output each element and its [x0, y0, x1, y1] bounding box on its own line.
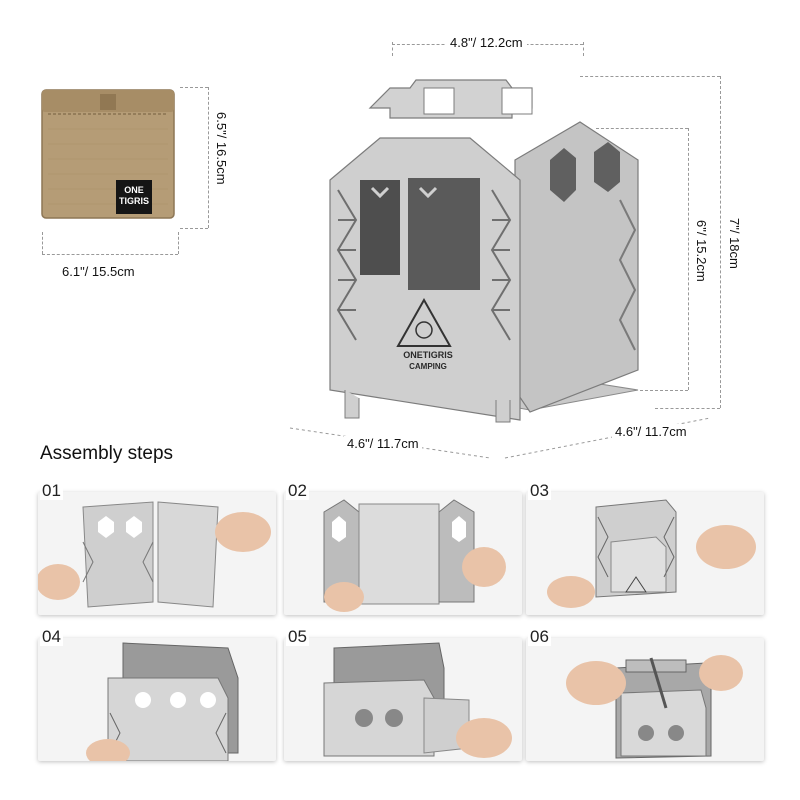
pouch-image: ONE TIGRIS: [38, 84, 178, 224]
pouch-width-line: [42, 254, 178, 255]
total-height-label: 7"/ 18cm: [727, 218, 742, 269]
pouch-badge-line1: ONE: [124, 185, 144, 195]
step-number-01: 01: [40, 481, 63, 500]
assembly-step-01: [38, 492, 276, 615]
pouch-height-label: 6.5"/ 16.5cm: [214, 112, 229, 185]
assembly-step-04: [38, 638, 276, 761]
total-height-top-line: [580, 76, 720, 77]
step-number-05: 05: [286, 627, 309, 646]
pouch-width-right-line: [178, 232, 179, 254]
stove-logo-brand: ONETIGRIS: [403, 350, 453, 360]
top-width-label: 4.8"/ 12.2cm: [446, 35, 527, 50]
body-height-label: 6"/ 15.2cm: [694, 220, 709, 282]
top-width-left-line: [392, 42, 393, 56]
pouch-badge-line2: TIGRIS: [118, 196, 149, 206]
pouch-badge: ONE TIGRIS: [116, 180, 152, 214]
assembly-heading: Assembly steps: [40, 443, 174, 464]
assembly-step-06: [526, 638, 764, 761]
pouch-height-top-line: [180, 87, 208, 88]
body-height-line: [688, 128, 689, 390]
assembly-step-02: [284, 492, 522, 615]
top-width-right-line: [583, 42, 584, 56]
step-number-04: 04: [40, 627, 63, 646]
step-number-02: 02: [286, 481, 309, 500]
pouch-width-label: 6.1"/ 15.5cm: [62, 264, 135, 279]
assembly-step-05: [284, 638, 522, 761]
stove-image: ONETIGRIS CAMPING: [320, 60, 650, 440]
assembly-step-03: [526, 492, 764, 615]
step-number-06: 06: [528, 627, 551, 646]
total-height-line: [720, 76, 721, 408]
body-height-top-line: [596, 128, 688, 129]
total-height-bottom-line: [655, 408, 720, 409]
stove-logo-sub: CAMPING: [409, 362, 447, 371]
pouch-width-left-line: [42, 232, 43, 254]
body-height-bottom-line: [640, 390, 688, 391]
step-number-03: 03: [528, 481, 551, 500]
front-depth-label: 4.6"/ 11.7cm: [344, 436, 422, 451]
pouch-height-line: [208, 87, 209, 228]
pouch-height-bottom-line: [180, 228, 208, 229]
side-depth-label: 4.6"/ 11.7cm: [612, 424, 690, 439]
